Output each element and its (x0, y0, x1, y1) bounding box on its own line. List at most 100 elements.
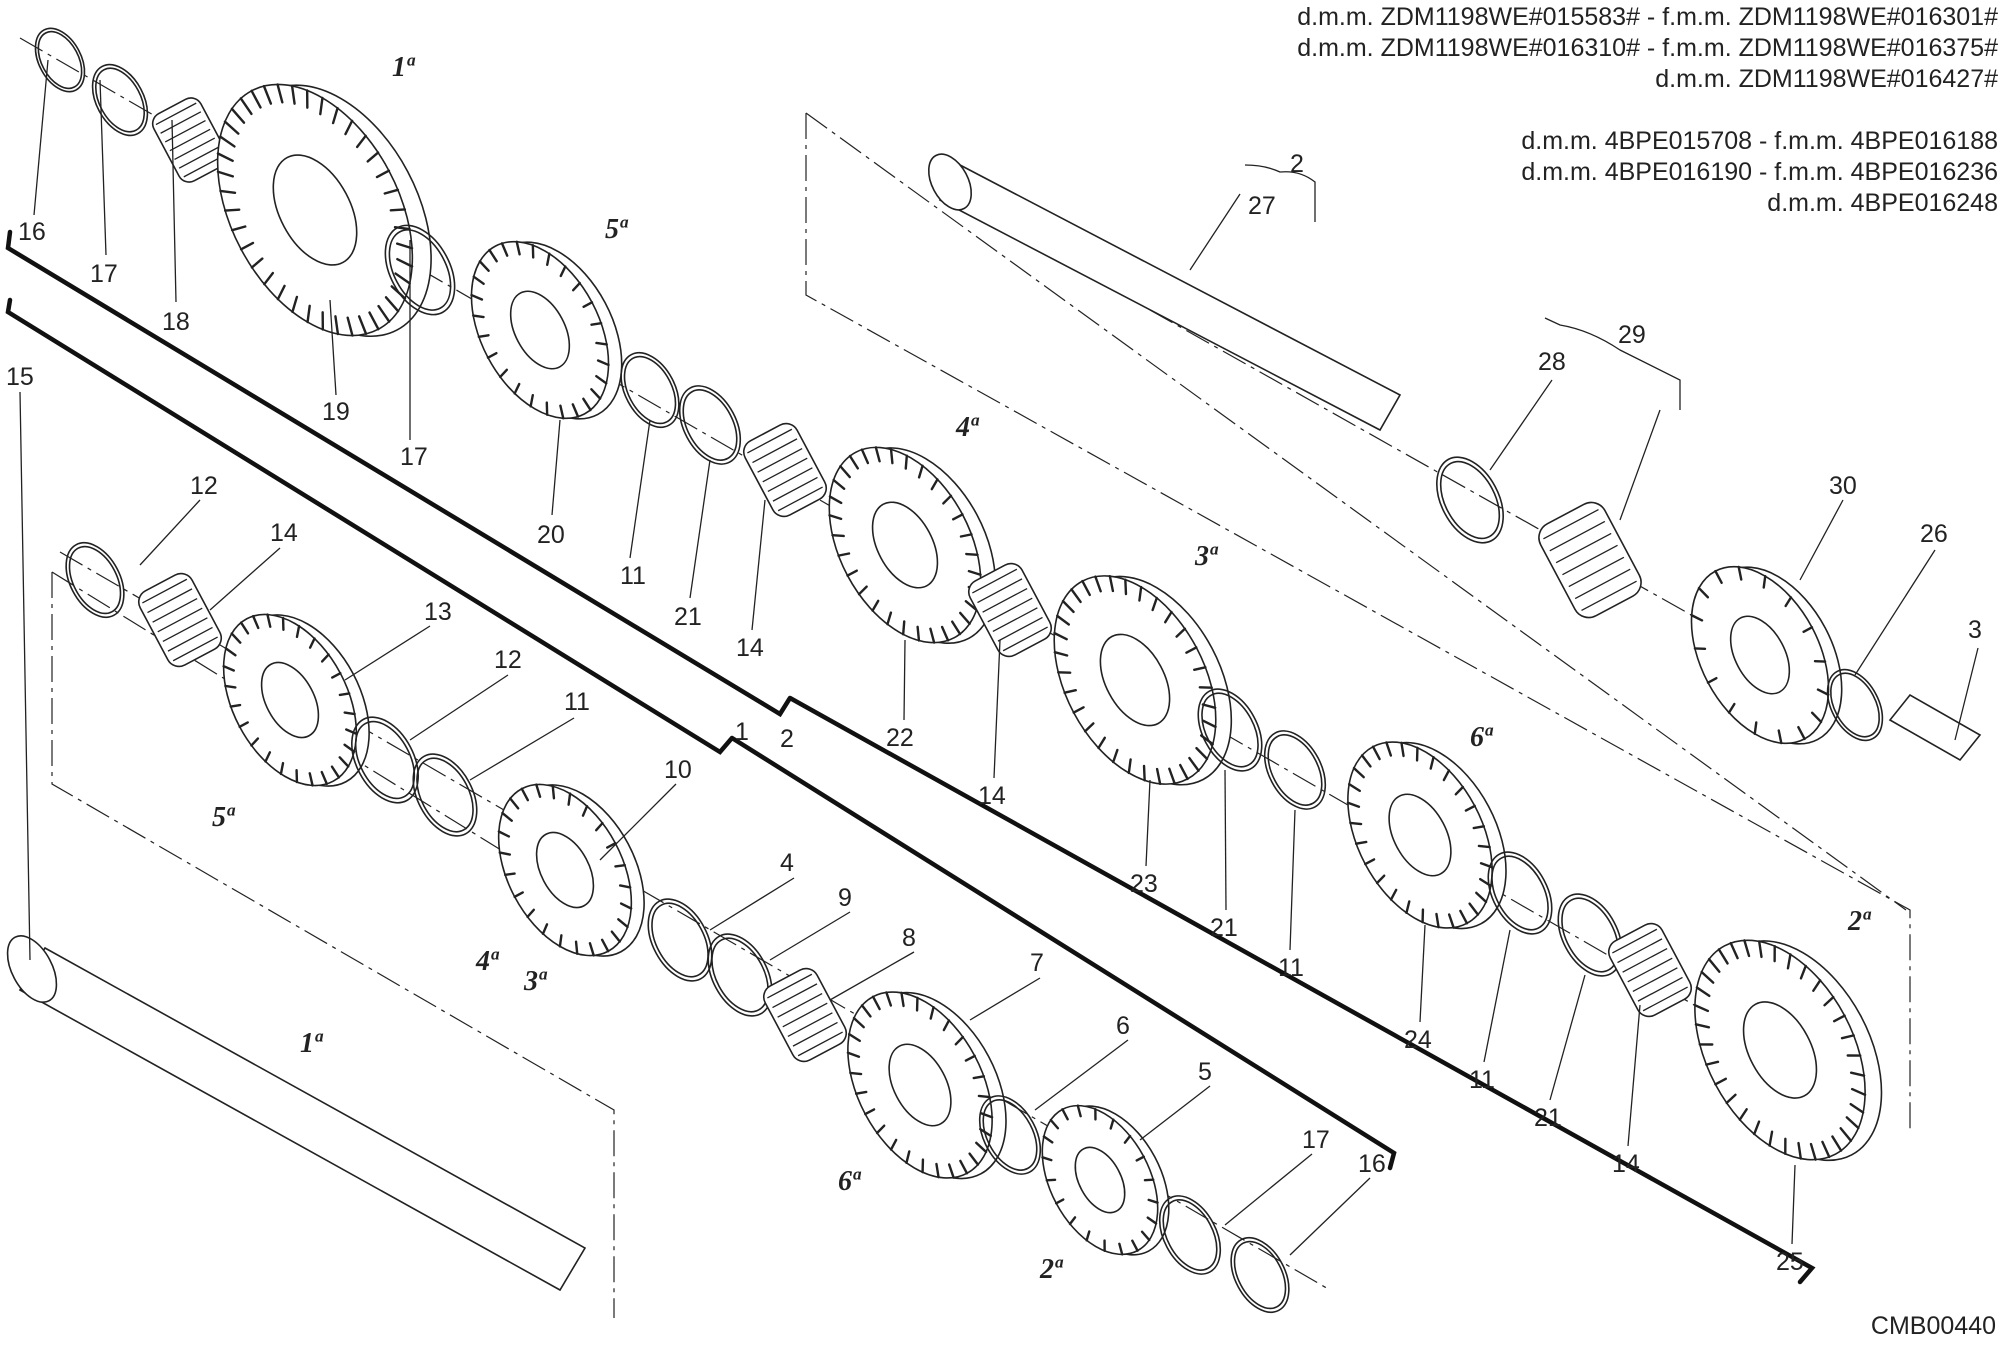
gear-13-fifth-tooth (295, 769, 299, 784)
gear-23-third-tooth (1053, 631, 1068, 641)
callout-14-d: 14 (1612, 1150, 1640, 1178)
gear-23-third-tooth (1201, 703, 1217, 710)
gear-10-third-fourth-tooth (610, 930, 621, 943)
gear-19-first-tooth (366, 151, 380, 163)
gear-19-first-tooth (216, 152, 234, 163)
seal-29-roller (1543, 508, 1599, 540)
sprocket-30-tooth (1802, 626, 1814, 634)
gear-23-third-tooth (1108, 574, 1115, 593)
circlip-4 (647, 898, 713, 982)
leader-17-a (99, 79, 107, 256)
leader-9 (769, 911, 851, 961)
gear-20-fifth-tooth (545, 401, 549, 416)
gear-20-fifth-hub (509, 290, 571, 370)
gear-13-fifth-tooth (224, 647, 237, 657)
gear-23-third-tooth (1193, 666, 1207, 671)
sprocket-30-tooth (1777, 729, 1783, 745)
sprocket-30-tooth (1714, 569, 1723, 585)
gear-10-third-fourth-tooth (617, 918, 629, 929)
splined-washer-21-c (1557, 893, 1623, 977)
gear-25-second-tooth (1786, 953, 1792, 970)
gear-22-fourth-tooth (959, 611, 971, 625)
gear-10-third-fourth-tooth (535, 783, 542, 798)
gear-19-first (216, 83, 432, 338)
bearing-14-d-roller (142, 578, 188, 604)
gear-25-second-tooth (1850, 1087, 1867, 1097)
leader-lines (19, 59, 1979, 1256)
shaft2-phantom-box (805, 113, 1911, 1130)
callout-3: 3 (1968, 616, 1982, 644)
leader-4 (709, 877, 795, 931)
gear-5-second-tooth (1131, 1239, 1139, 1252)
bearing-14-a-roller (762, 457, 808, 483)
gear-19-first-tooth (239, 241, 255, 251)
gear-22-fourth-tooth (901, 620, 906, 636)
sprocket-30-tooth (1810, 711, 1823, 724)
leader-13 (344, 625, 431, 681)
gear-19-first-tooth (263, 271, 275, 286)
circlip-4-inner (651, 902, 709, 978)
gear-7-sixth-tooth (968, 1152, 980, 1166)
shaft2-phantom-top (805, 112, 1907, 911)
callout-7: 7 (1030, 949, 1044, 977)
callout-8: 8 (902, 924, 916, 952)
gear-22-fourth (828, 446, 997, 644)
gear-19-first-tooth (375, 169, 391, 179)
gear-10-third-fourth-tooth (497, 830, 511, 838)
bearing-14-a-roller (767, 467, 813, 493)
gear-22-fourth-tooth (951, 620, 962, 636)
gear-20-fifth-tooth (590, 388, 602, 400)
gear-10-third-fourth-tooth (600, 938, 610, 953)
leader-18 (171, 119, 177, 303)
gear-7-sixth-tooth (979, 1112, 994, 1119)
callout-2-group: 2 (780, 725, 794, 753)
callout-27: 27 (1248, 192, 1276, 220)
gear-10-third-fourth (497, 783, 645, 957)
leader-14-c (993, 639, 1001, 779)
sprocket-30-tooth (1690, 614, 1704, 622)
callout-19: 19 (322, 398, 350, 426)
callout-5: 5 (1198, 1058, 1212, 1086)
gear-24-sixth-tooth (1352, 766, 1365, 779)
gear-10-third-fourth-tooth (614, 863, 627, 868)
gear-10-third-fourth-tooth (526, 908, 536, 919)
gear-10-third-fourth-tooth (574, 940, 579, 955)
gear-19-first-tooth (230, 107, 246, 124)
gear-25-second-tooth (1714, 1077, 1728, 1086)
gear-7-sixth-tooth (871, 995, 881, 1011)
gear-19-first-tooth (230, 225, 247, 232)
bearing-14-d-roller (152, 597, 198, 623)
gear-20-fifth-tooth (515, 240, 521, 256)
callout-10: 10 (664, 756, 692, 784)
gear-19-first-tooth (305, 89, 309, 109)
gear-13-fifth-tooth (264, 751, 272, 763)
gear-25-second-tooth (1717, 948, 1729, 965)
gear-19-first-tooth (239, 97, 253, 116)
gear-23-third-tooth (1164, 610, 1173, 624)
gear-20-fifth-tooth (590, 322, 603, 326)
gear-7-sixth-tooth (847, 1032, 862, 1043)
gear-22-fourth-tooth (916, 625, 921, 642)
callout-29: 29 (1618, 321, 1646, 349)
circlip-16-upper (34, 27, 86, 93)
gear-23-third-tooth (1168, 767, 1176, 785)
gear-19-first-tooth (262, 84, 273, 105)
circlip-16-lower (1230, 1237, 1290, 1313)
callout-9: 9 (838, 884, 852, 912)
callout-1: 1 (735, 718, 749, 746)
callout-17-a: 17 (90, 260, 118, 288)
ring-28-inner (1439, 460, 1501, 540)
seal-29-roller (1568, 556, 1625, 588)
gear-24-sixth-tooth (1400, 741, 1405, 758)
bearing-14-b-roller (972, 568, 1018, 594)
gear-24-sixth-tooth (1464, 804, 1476, 812)
gear-25-second-tooth (1823, 995, 1835, 1007)
leader-29 (1619, 409, 1661, 521)
gear-20-fifth-tooth (546, 252, 551, 267)
serial-range-header: d.m.m. ZDM1198WE#015583# - f.m.m. ZDM119… (1297, 2, 1998, 219)
leader-21-b (1224, 769, 1227, 911)
leader-11-b (1289, 809, 1296, 951)
circlip-11-b (1263, 730, 1327, 810)
gear-23-third-tooth (1202, 719, 1217, 729)
gear-20-fifth-tooth (498, 368, 509, 379)
